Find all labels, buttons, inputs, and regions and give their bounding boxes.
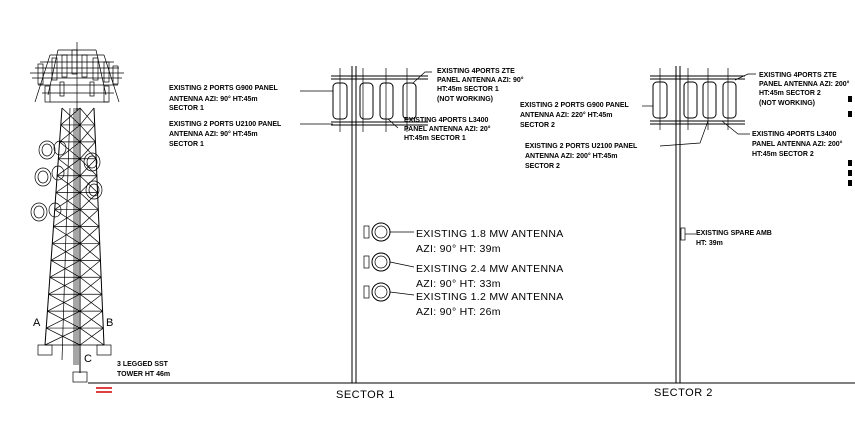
s1-l3400-line1: EXISTING 4PORTS L3400 [404,117,489,124]
s1-mw-2-line1: EXISTING 2.4 MW ANTENNA [416,263,564,275]
s2-u2100-line3: SECTOR 2 [525,163,560,170]
s1-g900-line2: ANTENNA AZI: 90° HT:45m [169,95,258,103]
footing-c [72,371,88,383]
tower-panel-antennas [37,49,119,103]
s1-g900-panel [332,82,348,120]
s2-spare-amb [680,227,696,241]
s2-g900-panel [652,81,668,119]
s1-mw-antenna-3 [363,282,415,302]
s1-mw-2-line2: AZI: 90° HT: 33m [416,278,501,290]
s1-l3400-line3: HT:45m SECTOR 1 [404,135,466,142]
s1-u2100-line1: EXISTING 2 PORTS U2100 PANEL [169,121,282,128]
s2-u2100-line2: ANTENNA AZI: 200° HT:45m [525,152,618,160]
s1-mw-3-line2: AZI: 90° HT: 26m [416,306,501,318]
s1-zte-panel-1 [359,82,374,120]
footing-b [96,344,112,356]
leg-label-c: C [84,353,92,365]
s1-zte-line2: PANEL ANTENNA AZI: 90° [437,76,524,84]
sector-1-title: SECTOR 1 [336,389,395,401]
s2-l3400-line3: HT:45m SECTOR 2 [752,151,814,158]
leg-label-b: B [106,317,114,329]
s2-zte-line4: (NOT WORKING) [759,100,815,107]
s1-zte-panel-2 [379,82,394,120]
s2-zte-line3: HT:45m SECTOR 2 [759,90,821,97]
s2-zte-panel-1 [683,81,698,119]
s2-spare-line1: EXISTING SPARE AMB [696,230,772,237]
s2-u2100-line1: EXISTING 2 PORTS U2100 PANEL [525,143,638,150]
sector-2-pole: EXISTING 4PORTS ZTE PANEL ANTENNA AZI: 2… [520,66,850,399]
s1-mw-antenna-1 [363,222,414,242]
lattice-tower: A B C 3 LEGGED SST TOWER HT 46m [30,42,170,383]
s2-zte-line2: PANEL ANTENNA AZI: 200° [759,80,850,88]
footing-a [37,344,53,356]
s1-g900-line1: EXISTING 2 PORTS G900 PANEL [169,85,279,92]
s2-g900-line2: ANTENNA AZI: 220° HT:45m [520,111,613,119]
tower-label-line2: TOWER HT 46m [117,371,170,378]
s2-g900-line3: SECTOR 2 [520,122,555,129]
s2-l3400-line1: EXISTING 4PORTS L3400 [752,131,837,138]
s1-u2100-line3: SECTOR 1 [169,141,204,148]
red-marker [96,387,112,393]
tower-dish-antennas [30,140,103,222]
sector-2-title: SECTOR 2 [654,387,713,399]
cropped-right-edge-marks [848,96,852,186]
leg-label-a: A [33,317,41,329]
s1-zte-panel-3 [402,82,417,120]
s1-l3400-line2: PANEL ANTENNA AZI: 20° [404,125,491,133]
s1-mw-antenna-2 [363,252,415,272]
s1-u2100-line2: ANTENNA AZI: 90° HT:45m [169,130,258,138]
sector-1-pole: EXISTING 2 PORTS G900 PANEL ANTENNA AZI:… [169,66,564,401]
tower-label-line1: 3 LEGGED SST [117,361,169,368]
s1-mw-3-line1: EXISTING 1.2 MW ANTENNA [416,291,564,303]
s1-zte-line3: HT:45m SECTOR 1 [437,86,499,93]
s1-zte-line4: (NOT WORKING) [437,96,493,103]
s2-g900-line1: EXISTING 2 PORTS G900 PANEL [520,102,630,109]
s2-spare-line2: HT: 39m [696,240,723,247]
s1-zte-line1: EXISTING 4PORTS ZTE [437,68,515,75]
s2-zte-line1: EXISTING 4PORTS ZTE [759,72,837,79]
s2-l3400-line2: PANEL ANTENNA AZI: 200° [752,140,843,148]
s1-mw-1-line1: EXISTING 1.8 MW ANTENNA [416,228,564,240]
s2-zte-panel-3 [722,81,737,119]
s1-g900-line3: SECTOR 1 [169,105,204,112]
s2-zte-panel-2 [702,81,717,119]
s1-mw-1-line2: AZI: 90° HT: 39m [416,243,501,255]
